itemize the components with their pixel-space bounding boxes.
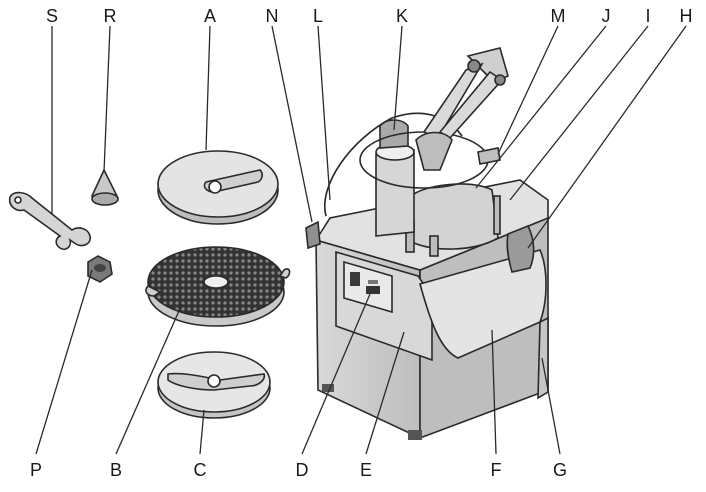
dicing-disc xyxy=(157,351,271,419)
wrench-tool xyxy=(8,191,92,251)
side-housing xyxy=(537,316,549,400)
label-j: J xyxy=(602,6,611,26)
label-a: A xyxy=(204,6,216,26)
cone-pusher xyxy=(91,168,119,206)
label-f: F xyxy=(491,460,502,480)
food-processor-machine xyxy=(305,47,549,440)
control-panel xyxy=(343,260,393,314)
label-d: D xyxy=(296,460,309,480)
feed-tube xyxy=(375,119,415,237)
label-g: G xyxy=(553,460,567,480)
side-lever xyxy=(506,224,535,273)
label-r: R xyxy=(104,6,117,26)
label-n: N xyxy=(266,6,279,26)
leader-lines xyxy=(35,25,687,455)
label-b: B xyxy=(110,460,122,480)
label-k: K xyxy=(396,6,408,26)
label-p: P xyxy=(30,460,42,480)
grating-disc xyxy=(145,246,291,327)
side-knob xyxy=(305,220,321,250)
front-cover xyxy=(419,249,547,359)
label-e: E xyxy=(360,460,372,480)
label-i: I xyxy=(645,6,650,26)
lid-latch xyxy=(477,147,501,165)
label-m: M xyxy=(551,6,566,26)
label-h: H xyxy=(680,6,693,26)
label-s: S xyxy=(46,6,58,26)
label-l: L xyxy=(313,6,323,26)
knob-part xyxy=(87,255,113,283)
part-labels: S R A N L K M J I H P B C D E F G xyxy=(30,6,693,480)
bowl-housing xyxy=(411,183,499,250)
pusher-arm xyxy=(415,47,509,171)
label-c: C xyxy=(194,460,207,480)
slicing-disc xyxy=(157,150,279,225)
